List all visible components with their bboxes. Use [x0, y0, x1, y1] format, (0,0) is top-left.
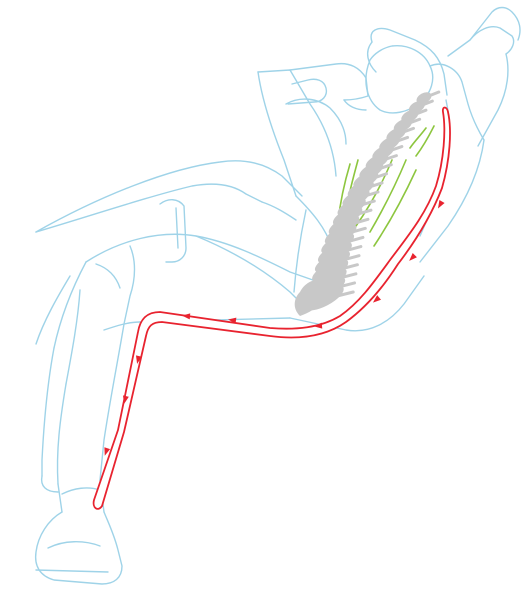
person-outline-icon [36, 8, 520, 585]
vertebra-process [429, 92, 439, 96]
direction-arrow-icon [407, 253, 417, 263]
support-path-icon [94, 108, 450, 509]
support-path-outline [94, 108, 450, 509]
spine-icon [295, 90, 439, 316]
